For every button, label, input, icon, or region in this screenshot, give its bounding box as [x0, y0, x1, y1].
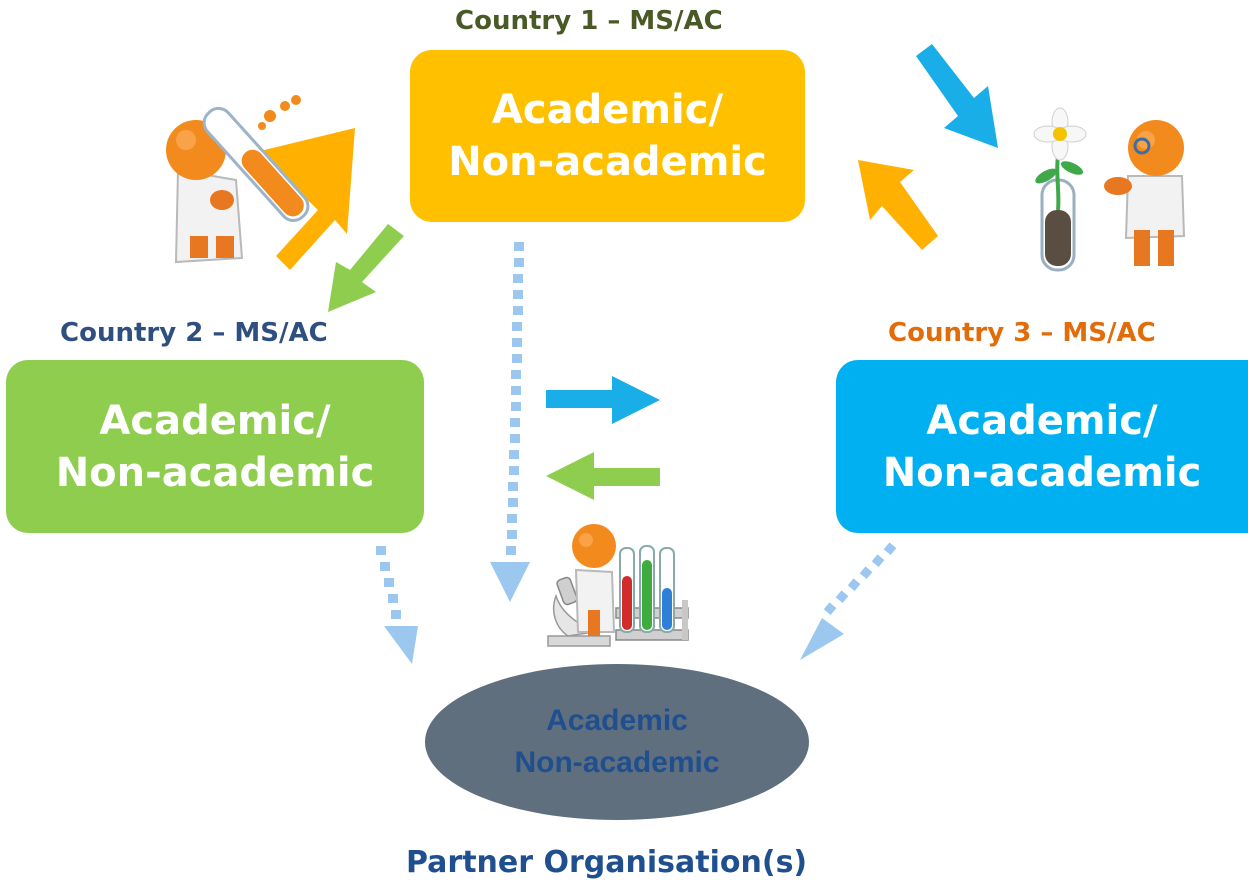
blue-arrow-top-right — [916, 44, 998, 148]
country-3-box: Academic/ Non-academic — [836, 360, 1248, 533]
partner-line1: Academic — [546, 704, 688, 737]
dotted-arrow-right — [800, 542, 897, 660]
country-1-box-line2: Non-academic — [448, 139, 767, 185]
scientist-test-tube-icon — [166, 95, 310, 264]
scientist-microscope-icon — [547, 524, 689, 647]
country-2-box-line2: Non-academic — [55, 449, 375, 496]
partner-ellipse: Academic Non-academic — [425, 664, 809, 820]
country-2-box-line1: Academic/ — [99, 397, 331, 444]
country-2-label: Country 2 – MS/AC — [60, 318, 328, 348]
country-3-box-line2: Non-academic — [882, 449, 1202, 496]
country-1-label: Country 1 – MS/AC — [455, 6, 723, 36]
green-arrow-middle — [546, 452, 660, 500]
dotted-arrow-left — [376, 546, 418, 664]
country-3-box-line1: Academic/ — [926, 397, 1158, 444]
country-2-box: Academic/ Non-academic — [6, 360, 424, 533]
partner-caption: Partner Organisation(s) — [406, 845, 808, 880]
scientist-flower-icon — [1033, 107, 1186, 272]
blue-arrow-middle — [546, 376, 660, 424]
partner-line2: Non-academic — [514, 746, 720, 779]
orange-arrow-right — [858, 160, 938, 250]
country-1-box-line1: Academic/ — [491, 87, 724, 133]
orange-arrow-left — [256, 128, 355, 270]
green-arrow-left — [328, 224, 404, 312]
country-1-box: Academic/ Non-academic — [410, 50, 805, 222]
country-3-label: Country 3 – MS/AC — [888, 318, 1156, 348]
dotted-arrow-center — [490, 242, 530, 602]
